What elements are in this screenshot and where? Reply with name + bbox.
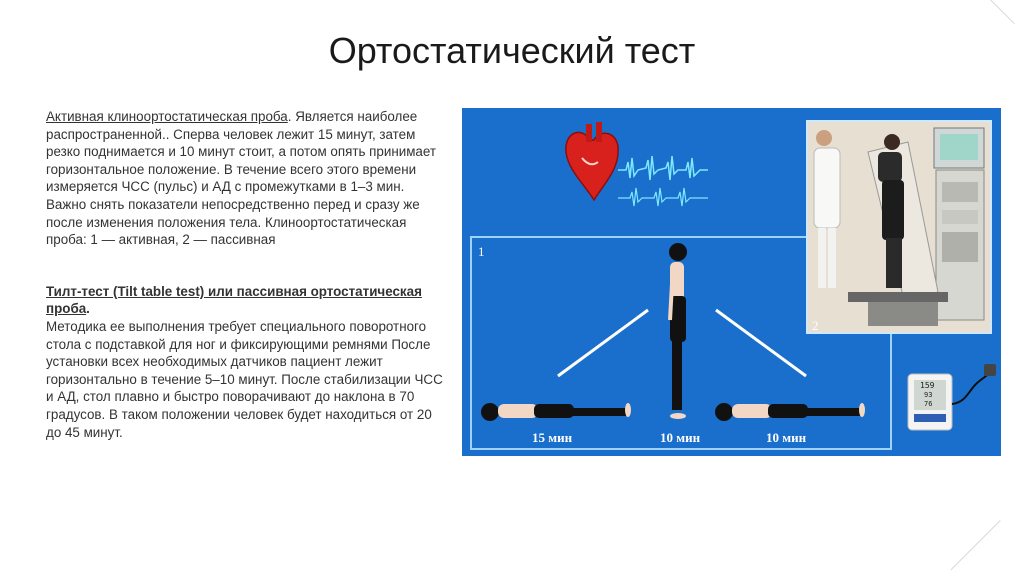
blood-pressure-monitor-icon <box>907 364 996 431</box>
heart-icon <box>565 122 619 202</box>
monitor-reading-top: 159 <box>920 381 935 390</box>
paragraph-active-test: Активная клиноортостатическая проба. Явл… <box>46 108 446 249</box>
arrow-line-right <box>715 308 807 378</box>
heading-tilt-test-end: . <box>86 301 90 317</box>
tilt-table-scene <box>808 122 990 332</box>
body-tilt-test: Методика ее выполнения требует специальн… <box>46 318 443 440</box>
time-label-standing: 10 мин <box>660 430 701 445</box>
time-label-lying-2: 10 мин <box>766 430 807 445</box>
label-active: 1 <box>478 244 485 259</box>
corner-decoration-top <box>990 0 1015 25</box>
ecg-line-top <box>618 155 708 181</box>
heart-ecg-graphic <box>565 122 708 207</box>
lying-person-icon-right <box>715 403 865 421</box>
standing-person-icon <box>668 243 687 419</box>
lying-person-icon-left <box>481 403 631 421</box>
tilt-table-photo <box>806 120 992 334</box>
monitor-reading-mid: 93 <box>924 391 933 399</box>
heading-tilt-test: Тилт-тест (Tilt table test) или пассивна… <box>46 283 422 317</box>
corner-decoration-bottom <box>950 520 1001 571</box>
label-passive: 2 <box>812 318 819 333</box>
monitor-reading-bot: 76 <box>924 400 933 408</box>
arrow-line-left <box>557 308 649 378</box>
positions-frame <box>470 236 892 450</box>
heading-active-test: Активная клиноортостатическая проба <box>46 109 288 124</box>
time-label-lying-1: 15 мин <box>532 430 573 445</box>
body-active-test: . Является наиболее распространенной.. С… <box>46 109 436 248</box>
positions-graphic <box>481 243 865 421</box>
slide-title: Ортостатический тест <box>328 30 696 71</box>
paragraph-tilt-test: Тилт-тест (Tilt table test) или пассивна… <box>46 283 446 441</box>
ecg-line-bottom <box>618 187 708 207</box>
text-column: Активная клиноортостатическая проба. Явл… <box>46 108 446 441</box>
